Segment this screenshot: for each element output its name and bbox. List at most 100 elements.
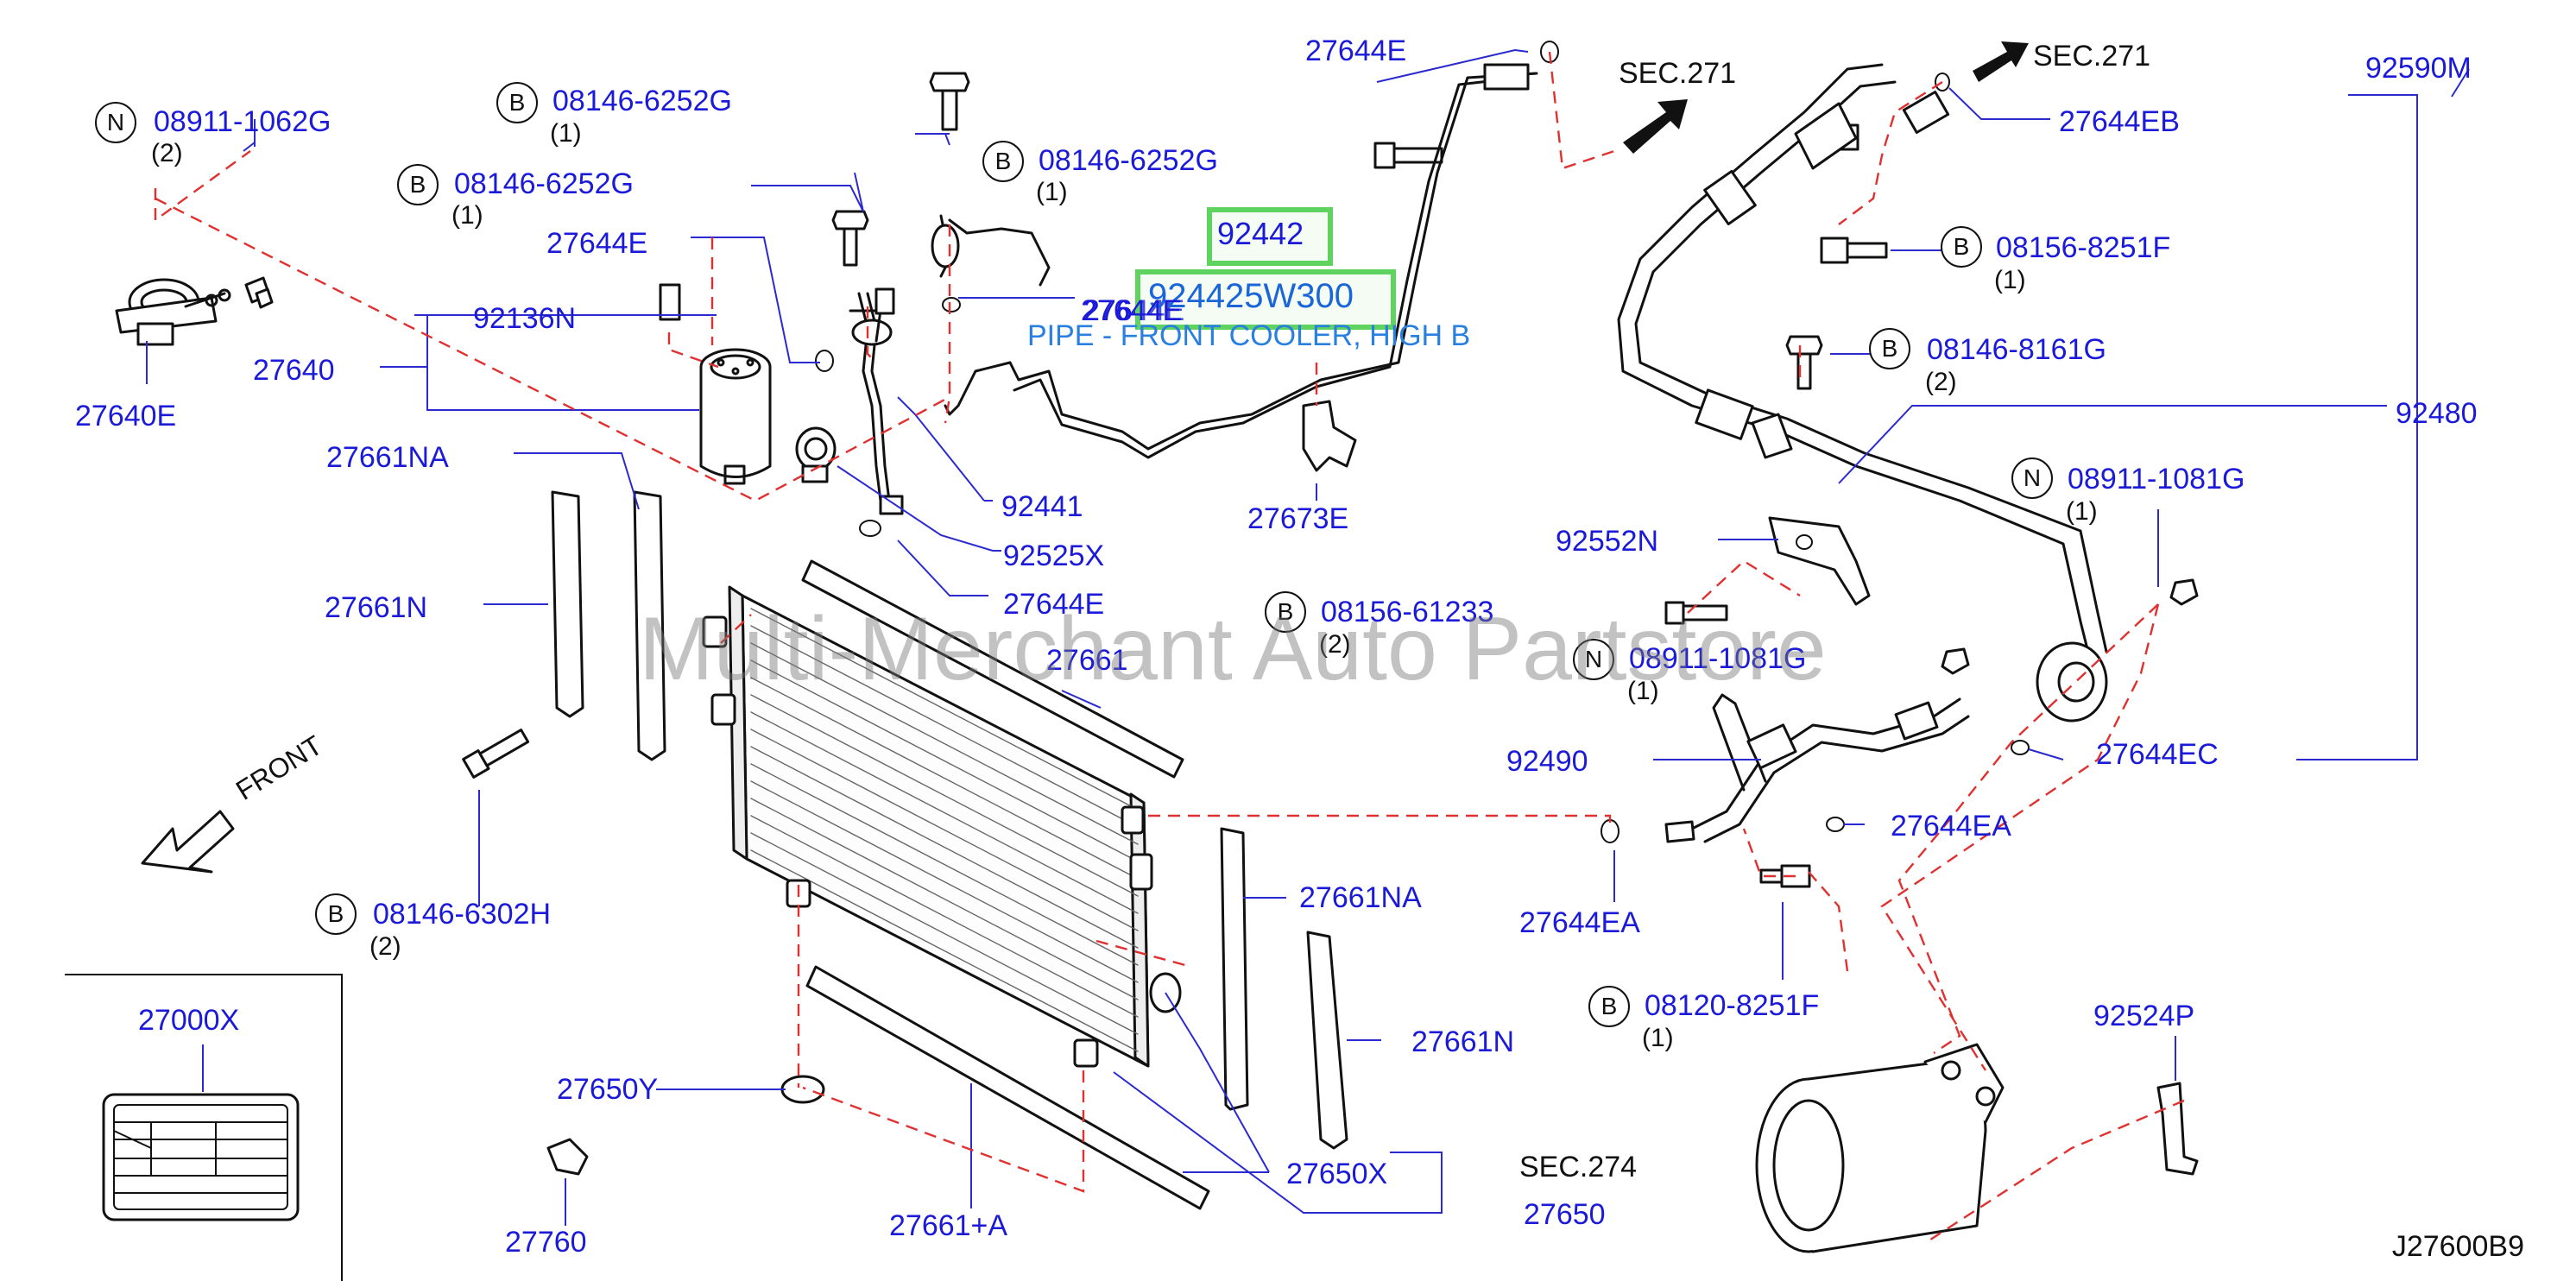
part-08911-1081g-b[interactable]: 08911-1081G	[1629, 642, 1807, 675]
placard	[102, 1093, 300, 1221]
part-924425w300[interactable]: 924425W300	[1148, 277, 1354, 315]
prefix-b-badge: B	[1588, 986, 1630, 1027]
seal-bottom	[805, 965, 1210, 1210]
seal-top	[801, 559, 1184, 779]
part-27644ec[interactable]: 27644EC	[2096, 738, 2219, 771]
part-27644e-c[interactable]: 27644E	[1003, 588, 1105, 621]
part-92442[interactable]: 92442	[1217, 216, 1304, 251]
seal-right-b	[1306, 931, 1348, 1150]
part-27760[interactable]: 27760	[505, 1226, 587, 1259]
qty-08911-1081g-a: (1)	[2066, 497, 2098, 526]
part-27644e-b[interactable]: 27644E	[1083, 294, 1185, 327]
part-27644eb[interactable]: 27644EB	[2059, 105, 2180, 138]
part-08146-6252g-c[interactable]: 08146-6252G	[1039, 144, 1218, 177]
bolts-art	[255, 72, 2199, 888]
part-27650y[interactable]: 27650Y	[557, 1073, 659, 1106]
qty-08156-8251f: (1)	[1994, 266, 2026, 294]
part-92525x[interactable]: 92525X	[1003, 540, 1105, 572]
sensor	[659, 283, 681, 321]
hose-92490	[1664, 693, 1970, 843]
seal-left-b	[633, 490, 666, 761]
prefix-n-badge: N	[2011, 458, 2053, 499]
part-27640e[interactable]: 27640E	[75, 400, 177, 432]
part-92441[interactable]: 92441	[1001, 490, 1083, 523]
seal-left-a	[551, 490, 584, 718]
bracket-92524p	[2156, 1082, 2199, 1176]
diagram-ref-code: J27600B9	[2391, 1230, 2524, 1263]
qty-08120-8251f: (1)	[1642, 1024, 1674, 1052]
part-08146-8161g[interactable]: 08146-8161G	[1927, 333, 2106, 366]
highlight-box-92442[interactable]	[1207, 207, 1333, 266]
bracket	[115, 276, 271, 346]
seal-right-a	[1220, 827, 1249, 1111]
part-08156-8251f[interactable]: 08156-8251F	[1996, 231, 2171, 264]
front-arrow	[141, 810, 235, 874]
part-27644ea-b[interactable]: 27644EA	[1519, 906, 1640, 939]
hose-92480	[1617, 63, 2108, 723]
part-27644e-a[interactable]: 27644E	[546, 227, 648, 260]
part-08146-6302h[interactable]: 08146-6302H	[373, 898, 552, 931]
qty-08146-8161g: (2)	[1925, 368, 1957, 396]
part-92490[interactable]: 92490	[1506, 745, 1588, 778]
prefix-b-badge: B	[496, 82, 538, 123]
part-27661[interactable]: 27661	[1046, 644, 1128, 677]
qty-08146-6252g-c: (1)	[1036, 178, 1068, 206]
qty-08146-6302h: (2)	[369, 932, 401, 961]
part-08911-1081g-a[interactable]: 08911-1081G	[2068, 463, 2245, 495]
part-27673e[interactable]: 27673E	[1247, 502, 1349, 535]
part-27644ea-a[interactable]: 27644EA	[1891, 810, 2011, 842]
part-27661na-a[interactable]: 27661NA	[326, 441, 449, 474]
prefix-b-badge: B	[315, 893, 357, 935]
prefix-b-badge: B	[982, 141, 1024, 182]
placard-frame-right	[341, 974, 343, 1281]
part-27644e-top[interactable]: 27644E	[1305, 35, 1407, 67]
prefix-n-badge: N	[95, 102, 136, 143]
part-92136n[interactable]: 92136N	[473, 302, 577, 335]
part-27661n-b[interactable]: 27661N	[1411, 1025, 1515, 1058]
prefix-n-badge: N	[1573, 639, 1614, 680]
part-27644e-overlap: 27644E	[1081, 294, 1183, 327]
watermark-text: Multi-Merchant Auto Partstore	[639, 599, 1827, 699]
clip-27673e	[1302, 400, 1357, 472]
condenser	[702, 585, 1153, 1068]
qty-08911-1062g: (2)	[151, 139, 183, 167]
sec-271-b[interactable]: SEC.271	[2033, 40, 2151, 73]
part-08146-6252g-a[interactable]: 08146-6252G	[552, 85, 732, 117]
placard-frame-top	[65, 974, 341, 975]
part-27650[interactable]: 27650	[1524, 1198, 1606, 1231]
part-27650x[interactable]: 27650X	[1286, 1158, 1388, 1190]
part-08156-61233[interactable]: 08156-61233	[1321, 596, 1494, 628]
part-92590m[interactable]: 92590M	[2365, 52, 2472, 85]
grommet-27650y	[780, 1075, 825, 1104]
part-08146-6252g-b[interactable]: 08146-6252G	[454, 167, 634, 200]
sec-271-a[interactable]: SEC.271	[1619, 57, 1737, 90]
qty-08156-61233: (2)	[1319, 630, 1351, 659]
highlight-box-924425w300[interactable]	[1135, 269, 1396, 330]
valve-92525x	[795, 426, 837, 483]
clip-27760	[546, 1138, 589, 1176]
part-tooltip: PIPE - FRONT COOLER, HIGH B	[1027, 319, 1471, 352]
sec-274[interactable]: SEC.274	[1519, 1151, 1638, 1183]
qty-08146-6252g-b: (1)	[451, 201, 483, 230]
part-27000x[interactable]: 27000X	[138, 1004, 240, 1037]
part-92524p[interactable]: 92524P	[2093, 1000, 2195, 1032]
pipe-92441	[849, 287, 904, 515]
part-08120-8251f[interactable]: 08120-8251F	[1645, 989, 1820, 1022]
part-27661a[interactable]: 27661+A	[889, 1209, 1008, 1242]
part-08911-1062g[interactable]: 08911-1062G	[154, 105, 331, 138]
receiver-drier	[699, 348, 772, 485]
part-92552n[interactable]: 92552N	[1556, 525, 1659, 558]
bracket-92552n	[1768, 516, 1871, 606]
prefix-b-badge: B	[1869, 328, 1910, 369]
compressor	[1755, 1043, 2005, 1253]
part-27661n-a[interactable]: 27661N	[325, 591, 428, 624]
part-27661na-b[interactable]: 27661NA	[1299, 881, 1422, 914]
prefix-b-badge: B	[397, 164, 439, 205]
part-92480[interactable]: 92480	[2396, 397, 2478, 430]
part-27640[interactable]: 27640	[253, 354, 335, 387]
prefix-b-badge: B	[1941, 226, 1982, 268]
qty-08146-6252g-a: (1)	[550, 119, 582, 148]
qty-08911-1081g-b: (1)	[1627, 677, 1659, 705]
